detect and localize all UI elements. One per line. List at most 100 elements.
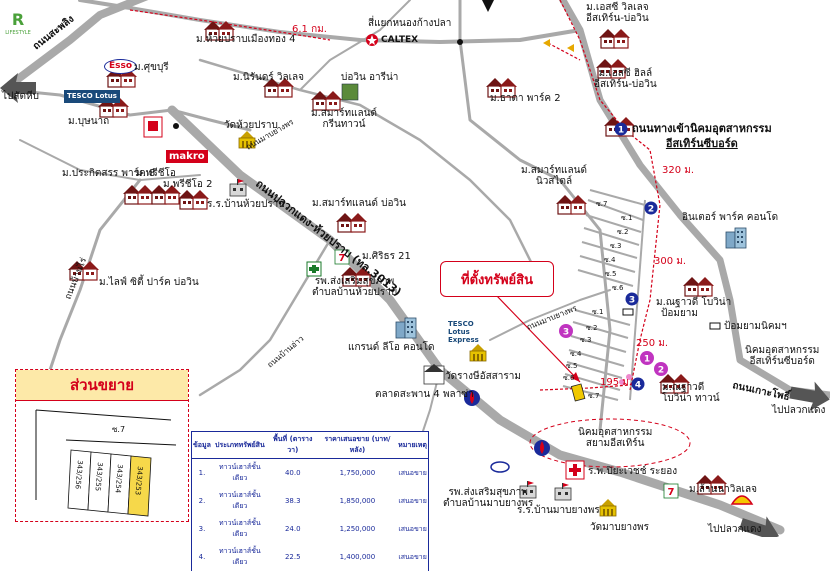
label-guard-post: ป้อมยาม — [661, 308, 699, 319]
label-grand-lio: แกรนด์ ลีโอ คอนโด — [348, 342, 435, 353]
soi-labels-bottom: ซ.1 ซ.2 ซ.3 ซ.4 ซ.5 ซ.6 ซ.7 — [563, 308, 603, 400]
arena-icon — [341, 83, 359, 101]
road-top-center — [299, 0, 411, 91]
route-lines — [129, 0, 661, 391]
label-intersect-park: อินเตอร์ พาร์ค คอนโด — [682, 212, 779, 223]
soi-labels-top: ซ.1 ซ.2 ซ.3 ซ.4 ซ.5 ซ.6 ซ.7 — [596, 200, 632, 292]
svg-text:ซ.1: ซ.1 — [592, 308, 603, 316]
table-header: ราคาเสนอขาย (บาท/หลัง) — [317, 432, 398, 459]
table-cell: 3. — [198, 525, 206, 533]
table-header-row: ข้อมูล ประเภททรัพย์สิน พื้นที่ (ตารางวา)… — [192, 432, 428, 459]
tesco-lotus-logo: TESCO Lotus — [64, 90, 120, 103]
road-top — [78, 0, 582, 44]
table-row: 3. ทาวน์เฮาส์ชั้นเดียว 24.0 1,250,000 เส… — [192, 515, 428, 543]
svg-text:ซ.7: ซ.7 — [588, 392, 599, 400]
svg-text:3: 3 — [629, 296, 635, 306]
table-cell: เสนอขาย — [398, 468, 427, 477]
table-header: หมายเหตุ — [397, 432, 428, 459]
svg-text:ซ.4: ซ.4 — [604, 256, 616, 264]
table-cell: เสนอขาย — [398, 524, 427, 533]
label-bo-win-arena: บ่อวิน อารีน่า — [341, 72, 399, 83]
arrow-right-icon — [739, 516, 780, 537]
label-m-smart-bo-win: ม.สมาร์ทแลนด์ บ่อวิน — [312, 198, 406, 209]
label-m-esc-village: ม.เอสซี วิลเลจ อีสเทิร์น-บ่อวิน — [586, 2, 649, 24]
health-center-icon — [306, 261, 322, 277]
pink-dot — [619, 379, 625, 385]
label-m-huai-prap: ม.ห้วยปราบเมืองทอง 4 — [196, 34, 296, 45]
label-rr-ban-nong-yai: ร.ร.บ้านมาบยางพร — [517, 505, 600, 516]
distance-300: 300 ม. — [654, 256, 686, 267]
svg-text:ซ.3: ซ.3 — [610, 242, 621, 250]
label-pai-sattahip: ไปสัตหีบ — [2, 91, 39, 102]
svg-text:ซ.3: ซ.3 — [580, 336, 591, 344]
label-guard-post-estate: ป้อมยามนิคมฯ — [724, 321, 787, 332]
inset-plot-label: 343/253 — [133, 466, 144, 496]
inset-expanded-view: ส่วนขยาย ซ.7 343/256 343/255 343/254 343… — [15, 369, 189, 522]
label-m-esc-hill: ม.เอสซี ฮิลล์ อีสเทิร์น-บ่อวิน — [594, 68, 657, 90]
label-sam-yaek: สี่แยกหนองก้างปลา — [368, 18, 452, 29]
road-pla-khan — [489, 289, 611, 341]
svg-text:7: 7 — [668, 487, 675, 498]
table-cell: 4. — [198, 553, 206, 561]
seven-eleven-icon: 7 — [334, 249, 350, 265]
junction-dot — [173, 123, 179, 129]
label-m-rajapark: ม.ธาดา พาร์ค 2 — [490, 93, 561, 104]
road-estate-entrance — [558, 0, 830, 399]
distance-195: 195 ม. — [600, 377, 632, 388]
table-row: 1. ทาวน์เฮาส์ชั้นเดียว 40.0 1,750,000 เส… — [192, 459, 428, 488]
inset-plot-label: 343/255 — [93, 462, 104, 492]
property-pointer-arrow — [571, 372, 580, 382]
label-m-bunchai: ม.บุษนาถ — [68, 116, 110, 127]
label-rr-ban-huai-prap: ร.ร.บ้านห้วยปราบ — [207, 199, 285, 210]
label-estate-entrance: ถนนทางเข้านิคมอุตสาหกรรม อีสเทิร์นซีบอร์… — [632, 122, 772, 150]
label-rph-kasem: ร.พ.ปิยะเวชช์ ระยอง — [588, 466, 678, 477]
gas-station-icon — [534, 440, 550, 456]
label-m-life-city: ม.ไลฟ์ ซิตี้ ปาร์ค บ่อวิน — [99, 277, 199, 288]
map-canvas: 7 7 1 2 3 4 1 2 3 — [0, 0, 830, 537]
table-row: 2. ทาวน์เฮาส์ชั้นเดียว 38.3 1,850,000 เส… — [192, 487, 428, 515]
label-flea-market: ตลาดสะพาน 4 พลาซ่า — [375, 389, 474, 400]
arrow-yellow-icon — [567, 44, 574, 52]
label-m-nonthawat-bowina-town: ม.ณฐาวดี โบวิน่า ทาวน์ — [662, 382, 720, 404]
road-label-right-lower: ถนนเกาะโพธิ์ — [731, 377, 792, 403]
caltex-icon — [366, 34, 378, 46]
inset-plots — [67, 449, 152, 517]
inset-soi-label: ซ.7 — [112, 425, 125, 434]
road-left-secondary — [19, 139, 201, 181]
table-cell: 1,750,000 — [339, 469, 376, 477]
distance-320: 320 ม. — [662, 165, 694, 176]
label-m-sirin: ม.ศิริธร 21 — [362, 251, 411, 262]
school-icon — [554, 482, 572, 501]
table-header: ข้อมูล — [192, 432, 212, 459]
table-row: 4. ทาวน์เฮาส์ชั้นเดียว 22.5 1,400,000 เส… — [192, 543, 428, 571]
badge-3: 3 — [625, 292, 639, 306]
label-pai-pluak-daeng: ไปปลวกแดง — [772, 405, 826, 416]
purple-badge-3: 3 — [559, 324, 573, 338]
label-m-lanna-village: ม.ล้านนาวิลเลจ — [689, 484, 757, 495]
road-left — [8, 88, 252, 132]
esso-logo: Esso — [104, 59, 138, 74]
inset-plot-label: 343/256 — [73, 460, 84, 490]
label-m-prakrit: ม.ประกิตสรร พาร์ค 8 — [62, 168, 156, 179]
road-ban-rai — [48, 178, 142, 372]
badge-2: 2 — [644, 201, 658, 215]
svg-text:1: 1 — [644, 355, 650, 365]
svg-text:2: 2 — [658, 366, 664, 376]
label-m-smartland-style: ม.สมาร์ทแลนด์ นิวสไตล์ — [521, 165, 587, 187]
label-rph-sukhumvit2: รพ.ส่งเสริมสุขภาพ ตำบลบ้านมาบยางพร — [443, 487, 534, 509]
label-m-priti2: ม.พรีชีโอ 2 — [163, 179, 213, 190]
table-header: ประเภททรัพย์สิน — [211, 432, 268, 459]
badge-1: 1 — [614, 122, 628, 136]
table-cell: เสนอขาย — [398, 496, 427, 505]
arrow-yellow-icon — [543, 39, 550, 47]
makro-logo: makro — [166, 150, 208, 163]
label-estate2: นิคมอุตสาหกรรม สยามอีสเทิร์น — [578, 427, 653, 449]
label-m-nirun: ม.นิรันดร์ วิลเลจ — [233, 72, 305, 83]
pink-dot — [626, 374, 632, 380]
label-m-smart-green: ม.สมาร์ทแลนด์ กรีนทาวน์ — [311, 108, 377, 130]
table-cell: ทาวน์เฮาส์ชั้นเดียว — [219, 463, 261, 482]
svg-text:ซ.5: ซ.5 — [566, 362, 577, 370]
svg-text:ซ.6: ซ.6 — [612, 284, 624, 292]
svg-text:2: 2 — [648, 205, 654, 215]
property-price-table: ข้อมูล ประเภททรัพย์สิน พื้นที่ (ตารางวา)… — [191, 431, 429, 571]
